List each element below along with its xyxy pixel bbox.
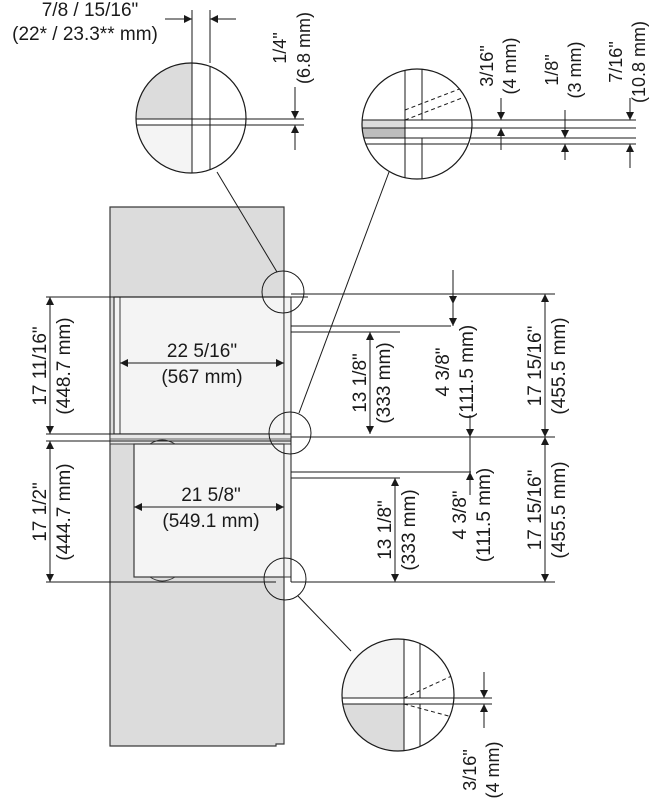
detail1-gap-label: 1/4" [270, 32, 290, 63]
upper-height-label: 17 11/16" [30, 326, 51, 405]
separator-shelf [109, 433, 292, 445]
detail-markers [216, 171, 390, 652]
detail2-c-label: 7/16" [606, 41, 626, 82]
detail2-b-label: 1/8" [542, 54, 562, 85]
upper-offset-label: 4 3/8" [433, 347, 454, 396]
upper-appliance [113, 296, 451, 435]
right-dimensions [366, 270, 549, 582]
detail3-gap-mm-label: (4 mm) [483, 742, 503, 799]
lower-offset-label: 4 3/8" [450, 490, 471, 539]
lower-offset-mm-label: (111.5 mm) [474, 468, 495, 562]
detail3-gap-label: 3/16" [460, 749, 480, 790]
lower-total-mm-label: (455.5 mm) [549, 461, 570, 558]
lower-width-mm-label: (549.1 mm) [162, 511, 259, 532]
detail2-a-mm-label: (4 mm) [500, 38, 520, 95]
upper-total-mm-label: (455.5 mm) [549, 317, 570, 414]
upper-offset-mm-label: (111.5 mm) [457, 325, 478, 419]
detail2-a-label: 3/16" [477, 45, 497, 86]
lower-height-mm-label: (444.7 mm) [54, 463, 75, 560]
detail-marker-middle [268, 411, 312, 455]
upper-inner-label: 13 1/8" [350, 353, 371, 413]
width-dimensions [120, 359, 284, 511]
upper-total-label: 17 15/16" [525, 326, 546, 407]
top-gap-label: 7/8 / 15/16" [42, 0, 139, 21]
detail2-c-mm-label: (10.8 mm) [629, 21, 649, 103]
detail-marker-bottom [263, 557, 307, 601]
lower-total-label: 17 15/16" [525, 470, 546, 551]
lower-inner-mm-label: (333 mm) [399, 489, 420, 570]
lower-inner-label: 13 1/8" [375, 500, 396, 560]
detail-3 [341, 638, 492, 752]
detail1-gap-mm-label: (6.8 mm) [294, 12, 314, 84]
detail2-b-mm-label: (3 mm) [565, 42, 585, 99]
detail-marker-top [261, 270, 305, 314]
lower-height-label: 17 1/2" [30, 482, 51, 542]
detail-2 [361, 68, 636, 180]
upper-width-mm-label: (567 mm) [161, 367, 242, 388]
upper-height-mm-label: (448.7 mm) [54, 317, 75, 414]
upper-inner-mm-label: (333 mm) [374, 342, 395, 423]
upper-width-label: 22 5/16" [167, 341, 237, 362]
top-gap-mm-label: (22* / 23.3** mm) [12, 24, 158, 45]
extension-lines [46, 293, 555, 583]
lower-width-label: 21 5/8" [181, 485, 241, 506]
